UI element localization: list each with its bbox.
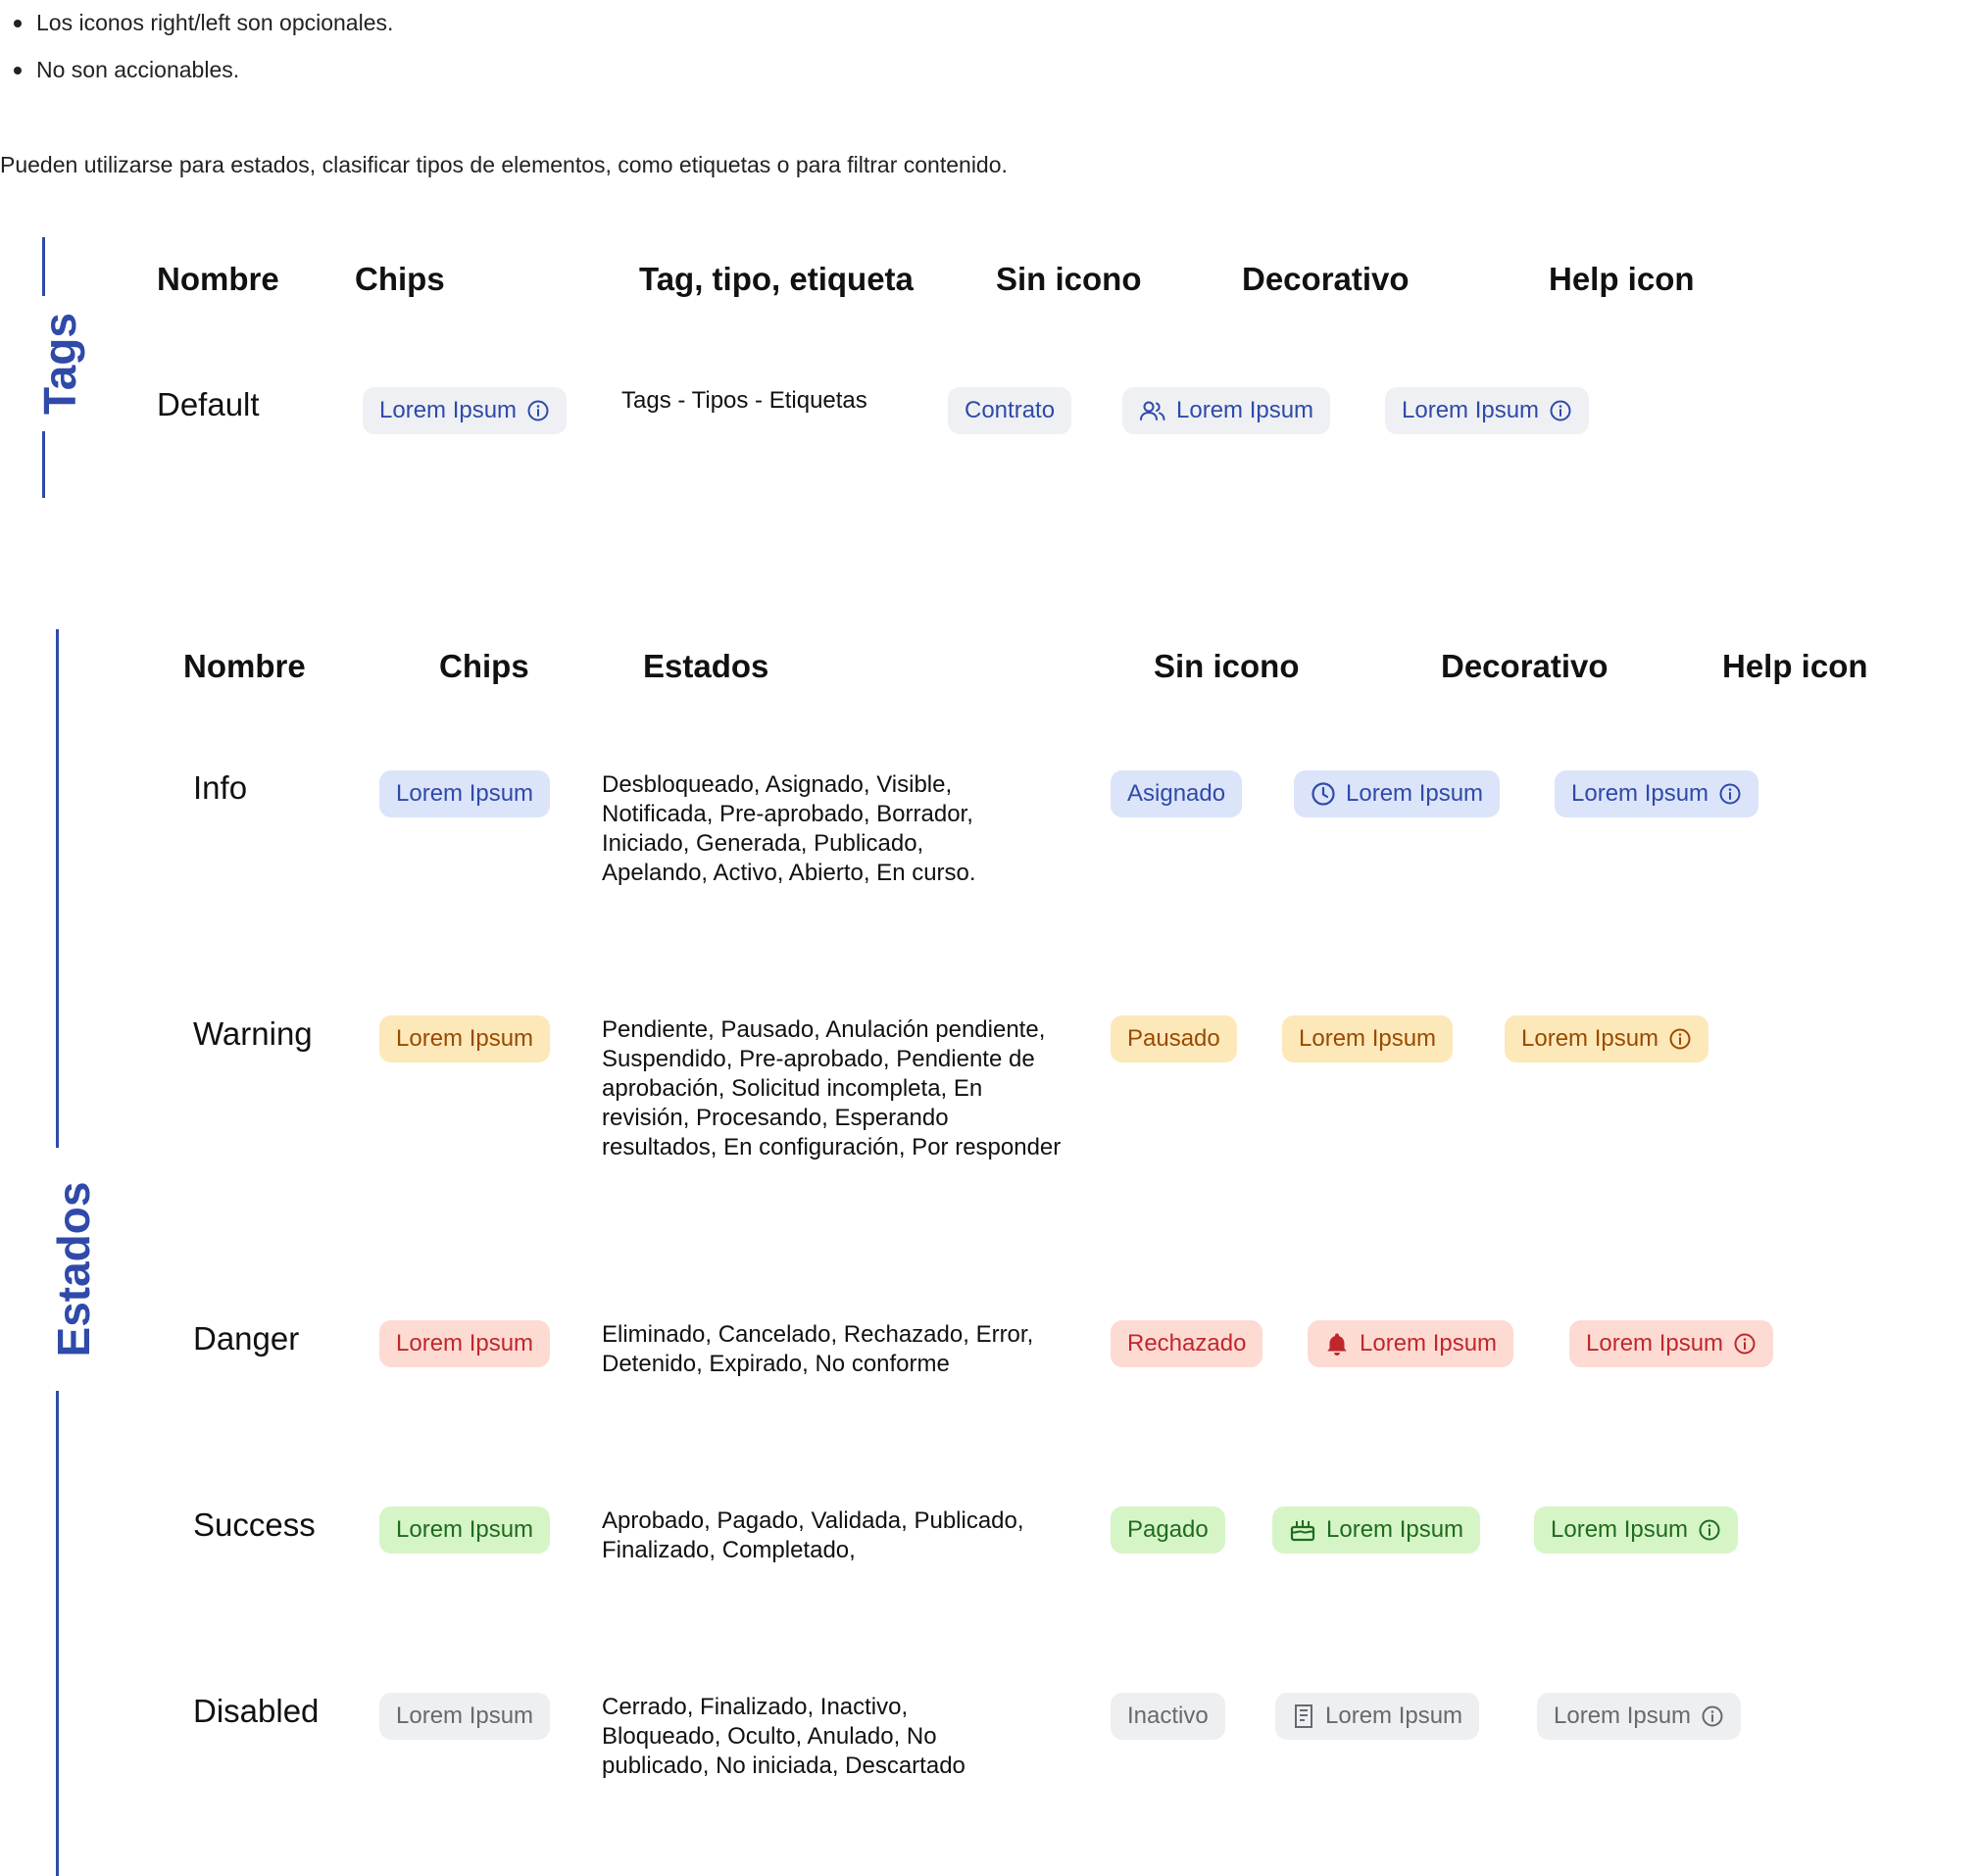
- chip-label: Lorem Ipsum: [396, 780, 534, 807]
- state-no-icon-chip-disabled: Inactivo: [1111, 1693, 1225, 1740]
- state-decorative-chip-warning: Lorem Ipsum: [1282, 1015, 1454, 1062]
- states-section-title: Estados: [47, 1148, 100, 1391]
- tags-header-name: Nombre: [157, 261, 279, 297]
- state-no-icon-chip-warning: Pausado: [1111, 1015, 1237, 1062]
- chip-label: Contrato: [965, 397, 1056, 423]
- chip-label: Inactivo: [1127, 1703, 1209, 1729]
- states-header-help: Help icon: [1722, 648, 1868, 684]
- state-help-chip-info: Lorem Ipsum: [1555, 770, 1759, 817]
- chip-label: Lorem Ipsum: [1326, 1516, 1464, 1543]
- info-icon: [1734, 1333, 1756, 1355]
- state-help-chip-disabled: Lorem Ipsum: [1537, 1693, 1742, 1740]
- clock-icon: [1312, 782, 1335, 806]
- state-help-chip-success: Lorem Ipsum: [1534, 1506, 1739, 1554]
- state-chip-disabled: Lorem Ipsum: [379, 1693, 551, 1740]
- chip-label: Asignado: [1127, 780, 1226, 807]
- bullet-dot: [14, 20, 22, 27]
- chip-label: Pausado: [1127, 1025, 1220, 1052]
- state-list-warning: Pendiente, Pausado, Anulación pendiente,…: [602, 1016, 1062, 1160]
- chip-label: Lorem Ipsum: [396, 1025, 534, 1052]
- tags-types-text: Tags - Tipos - Etiquetas: [621, 387, 867, 414]
- chip-label: Lorem Ipsum: [1586, 1330, 1724, 1357]
- tags-row-name: Default: [157, 386, 260, 422]
- chip-label: Lorem Ipsum: [396, 1330, 534, 1357]
- state-decorative-chip-success: Lorem Ipsum: [1272, 1506, 1481, 1554]
- state-row-name-warning: Warning: [193, 1015, 313, 1052]
- states-header-name: Nombre: [183, 648, 306, 684]
- state-chip-danger: Lorem Ipsum: [379, 1320, 551, 1367]
- bell-icon: [1327, 1333, 1347, 1356]
- tags-no-icon-chip: Contrato: [948, 387, 1072, 434]
- info-icon: [1699, 1519, 1720, 1541]
- chip-label: Lorem Ipsum: [1176, 397, 1314, 423]
- chip-label: Lorem Ipsum: [1299, 1025, 1437, 1052]
- tags-chip: Lorem Ipsum: [363, 387, 568, 434]
- info-icon: [527, 400, 549, 421]
- tags-header-types: Tag, tipo, etiqueta: [639, 261, 914, 297]
- state-help-chip-warning: Lorem Ipsum: [1505, 1015, 1709, 1062]
- states-header-decorative: Decorativo: [1441, 648, 1609, 684]
- info-icon: [1719, 783, 1741, 805]
- info-icon: [1669, 1028, 1691, 1050]
- chip-label: Lorem Ipsum: [1521, 1025, 1659, 1052]
- tags-header-chips: Chips: [355, 261, 445, 297]
- tags-section-title: Tags: [33, 296, 86, 431]
- intro-bullet-actions: No son accionables.: [36, 57, 240, 82]
- tags-header-no-icon: Sin icono: [996, 261, 1142, 297]
- tags-decorative-chip: Lorem Ipsum: [1122, 387, 1331, 434]
- chip-label: Pagado: [1127, 1516, 1209, 1543]
- state-list-disabled: Cerrado, Finalizado, Inactivo, Bloqueado…: [602, 1694, 965, 1779]
- state-list-info: Desbloqueado, Asignado, Visible, Notific…: [602, 771, 976, 886]
- chip-label: Rechazado: [1127, 1330, 1247, 1357]
- state-chip-info: Lorem Ipsum: [379, 770, 551, 817]
- users-icon: [1140, 401, 1165, 420]
- state-decorative-chip-info: Lorem Ipsum: [1294, 770, 1501, 817]
- state-row-name-danger: Danger: [193, 1320, 300, 1357]
- state-decorative-chip-danger: Lorem Ipsum: [1308, 1320, 1514, 1367]
- info-icon: [1702, 1705, 1723, 1727]
- chip-label: Lorem Ipsum: [396, 1703, 534, 1729]
- chip-label: Lorem Ipsum: [1325, 1703, 1463, 1729]
- info-icon: [1550, 400, 1571, 421]
- state-chip-warning: Lorem Ipsum: [379, 1015, 551, 1062]
- state-row-name-info: Info: [193, 769, 248, 806]
- state-chip-success: Lorem Ipsum: [379, 1506, 551, 1554]
- state-row-name-disabled: Disabled: [193, 1693, 320, 1729]
- chip-label: Lorem Ipsum: [1554, 1703, 1692, 1729]
- cake-icon: [1290, 1520, 1315, 1542]
- chip-label: Lorem Ipsum: [1571, 780, 1709, 807]
- states-header-chips: Chips: [439, 648, 529, 684]
- state-help-chip-danger: Lorem Ipsum: [1569, 1320, 1774, 1367]
- intro-paragraph: Pueden utilizarse para estados, clasific…: [0, 152, 1008, 177]
- state-decorative-chip-disabled: Lorem Ipsum: [1275, 1693, 1480, 1740]
- bullet-dot: [14, 67, 22, 74]
- chip-label: Lorem Ipsum: [396, 1516, 534, 1543]
- state-no-icon-chip-success: Pagado: [1111, 1506, 1225, 1554]
- state-no-icon-chip-danger: Rechazado: [1111, 1320, 1263, 1367]
- intro-bullet-icons: Los iconos right/left son opcionales.: [36, 10, 394, 35]
- chip-label: Lorem Ipsum: [1360, 1330, 1498, 1357]
- chip-label: Lorem Ipsum: [1551, 1516, 1689, 1543]
- tags-header-decorative: Decorativo: [1242, 261, 1410, 297]
- chip-label: Lorem Ipsum: [1402, 397, 1540, 423]
- state-list-success: Aprobado, Pagado, Validada, Publicado, F…: [602, 1507, 1024, 1563]
- chip-label: Lorem Ipsum: [379, 397, 518, 423]
- chip-label: Lorem Ipsum: [1346, 780, 1484, 807]
- receipt-icon: [1295, 1704, 1312, 1728]
- tags-header-help: Help icon: [1549, 261, 1695, 297]
- state-list-danger: Eliminado, Cancelado, Rechazado, Error, …: [602, 1321, 1034, 1377]
- states-header-no-icon: Sin icono: [1154, 648, 1300, 684]
- state-no-icon-chip-info: Asignado: [1111, 770, 1243, 817]
- tags-help-chip: Lorem Ipsum: [1385, 387, 1590, 434]
- state-row-name-success: Success: [193, 1506, 316, 1543]
- states-header-states: Estados: [643, 648, 769, 684]
